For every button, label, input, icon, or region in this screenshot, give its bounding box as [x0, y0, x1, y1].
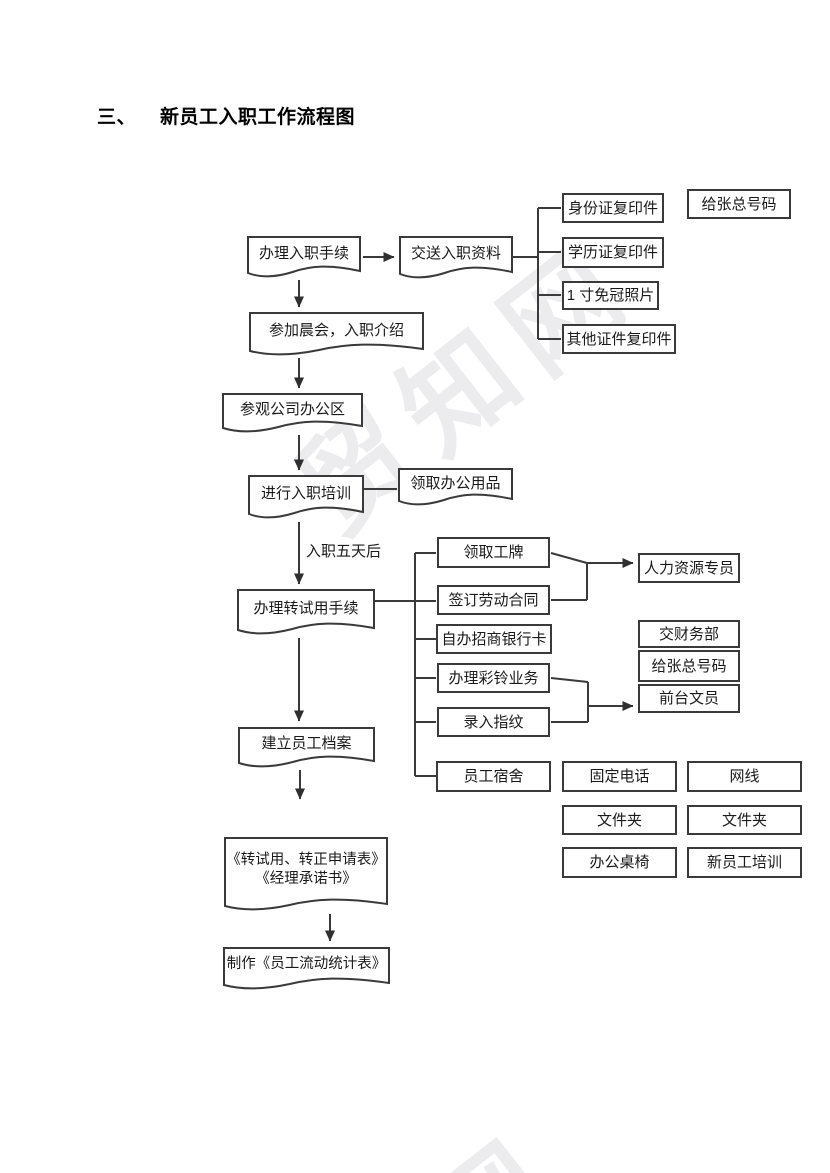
document-shape [399, 236, 513, 279]
node-label: 办理转试用手续 [253, 599, 359, 617]
node-dorm: 员工宿舍 [436, 761, 551, 792]
node-diploma-copy: 学历证复印件 [562, 237, 664, 268]
node-induction-training: 进行入职培训 [248, 475, 364, 520]
node-label: 参观公司办公区 [239, 400, 345, 418]
node-receptionist: 前台文员 [638, 684, 740, 713]
node-label-line2: 《经理承诺书》 [255, 871, 357, 887]
node-other-copies: 其他证件复印件 [562, 324, 676, 354]
page-title-text: 新员工入职工作流程图 [160, 107, 356, 128]
document-shape [249, 312, 424, 356]
node-ringtone-service: 办理彩铃业务 [437, 663, 550, 693]
node-folder-right: 文件夹 [687, 805, 802, 835]
node-give-zhang-number: 给张总号码 [638, 650, 740, 682]
node-desk-chair: 办公桌椅 [562, 847, 677, 878]
document-shape [238, 727, 375, 768]
node-label: 参加晨会，入职介绍 [268, 321, 404, 339]
node-bank-card: 自办招商银行卡 [436, 624, 552, 654]
node-morning-meeting: 参加晨会，入职介绍 [249, 312, 424, 357]
document-shape [222, 393, 363, 433]
node-office-tour: 参观公司办公区 [222, 393, 363, 434]
document-shape [223, 947, 390, 990]
node-label: 交送入职资料 [410, 245, 501, 262]
label-five-days-after: 入职五天后 [306, 543, 382, 560]
node-photo: 1 寸免冠照片 [562, 281, 659, 310]
node-label: 进行入职培训 [260, 484, 351, 502]
page-title-number: 三、 [97, 107, 137, 128]
node-label: 建立员工档案 [261, 735, 352, 752]
node-label: 办理入职手续 [258, 244, 349, 262]
node-turnover-report: 制作《员工流动统计表》 [223, 947, 390, 991]
node-probation-procedure: 办理转试用手续 [237, 589, 375, 636]
document-shape [237, 589, 375, 635]
node-network-cable: 网线 [687, 761, 802, 792]
node-finance-dept: 交财务部 [638, 620, 740, 648]
page-title: 三、 新员工入职工作流程图 [97, 102, 355, 129]
document-shape [224, 837, 388, 911]
document-shape [247, 236, 361, 278]
node-label: 领取办公用品 [410, 474, 501, 492]
node-landline: 固定电话 [562, 761, 677, 792]
node-submit-materials: 交送入职资料 [399, 236, 513, 280]
node-office-supplies: 领取办公用品 [398, 468, 513, 507]
node-label-line1: 《转试用、转正申请表》 [226, 852, 386, 868]
document-shape [398, 468, 513, 506]
node-labor-contract: 签订劳动合同 [437, 585, 550, 615]
node-give-zhang-number-top: 给张总号码 [687, 189, 791, 219]
node-fingerprint: 录入指纹 [437, 707, 550, 737]
node-badge: 领取工牌 [437, 537, 550, 568]
node-folder-left: 文件夹 [562, 805, 677, 835]
node-id-copy: 身份证复印件 [562, 193, 664, 223]
node-employee-file: 建立员工档案 [238, 727, 375, 769]
node-label: 《转试用、转正申请表》《经理承诺书》 [226, 851, 386, 889]
node-new-employee-training: 新员工培训 [687, 847, 802, 878]
node-handle-onboarding: 办理入职手续 [247, 236, 361, 279]
document-shape [248, 475, 364, 519]
node-label: 制作《员工流动统计表》 [226, 956, 387, 972]
node-application-forms: 《转试用、转正申请表》《经理承诺书》 [224, 837, 388, 912]
node-hr-specialist: 人力资源专员 [638, 553, 740, 583]
